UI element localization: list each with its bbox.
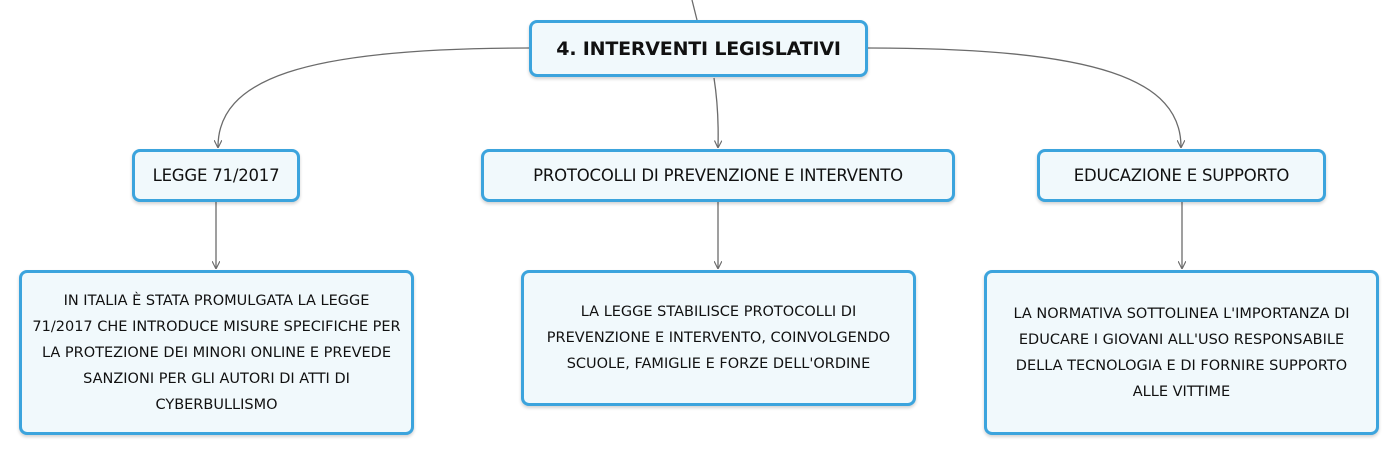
topic-label: LEGGE 71/2017 (152, 166, 280, 185)
root-topic-label: 4. INTERVENTI LEGISLATIVI (556, 37, 841, 60)
detail-text: IN ITALIA È STATA PROMULGATA LA LEGGE 71… (32, 292, 401, 413)
topic-label: EDUCAZIONE E SUPPORTO (1073, 166, 1290, 185)
detail-text: LA LEGGE STABILISCE PROTOCOLLI DI PREVEN… (546, 304, 891, 372)
connector-root-to-legge (218, 47, 530, 147)
topic-legge-71-2017[interactable]: LEGGE 71/2017 (132, 149, 300, 202)
topic-label: PROTOCOLLI DI PREVENZIONE E INTERVENTO (533, 166, 903, 185)
detail-text: LA NORMATIVA SOTTOLINEA L'IMPORTANZA DI … (1013, 305, 1350, 400)
connector-root-to-protocolli (713, 77, 718, 147)
root-topic[interactable]: 4. INTERVENTI LEGISLATIVI (529, 20, 868, 77)
topic-educazione-supporto[interactable]: EDUCAZIONE E SUPPORTO (1037, 149, 1326, 202)
connector-root-to-educazione (867, 47, 1181, 147)
topic-protocolli[interactable]: PROTOCOLLI DI PREVENZIONE E INTERVENTO (481, 149, 955, 202)
detail-educazione-supporto[interactable]: LA NORMATIVA SOTTOLINEA L'IMPORTANZA DI … (984, 270, 1379, 435)
connector-incoming (691, 0, 698, 21)
detail-protocolli[interactable]: LA LEGGE STABILISCE PROTOCOLLI DI PREVEN… (521, 270, 916, 406)
detail-legge-71-2017[interactable]: IN ITALIA È STATA PROMULGATA LA LEGGE 71… (19, 270, 414, 435)
